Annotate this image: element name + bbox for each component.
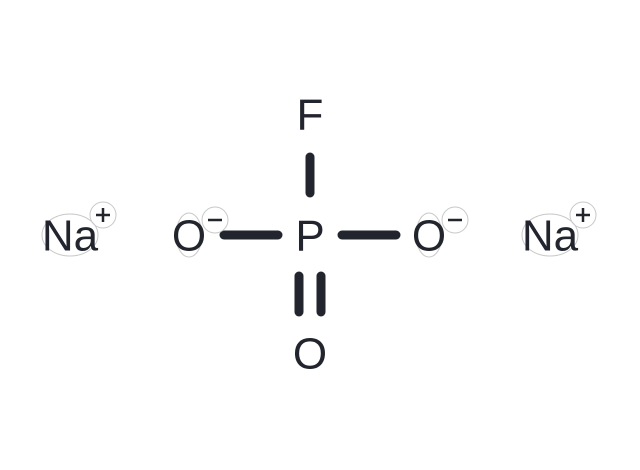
- atom-na-left: Na: [42, 212, 99, 261]
- atom-highlight-o-left: [175, 212, 203, 258]
- charge-ring-o-left: [201, 206, 229, 234]
- atom-p: P: [295, 212, 324, 261]
- charge-ring-na-left: [89, 201, 117, 229]
- charge-ring-o-right: [441, 206, 469, 234]
- atom-highlight-na-right: [521, 213, 579, 257]
- atom-o-right: O: [412, 212, 446, 261]
- atom-o-left: O: [172, 212, 206, 261]
- atom-highlight-na-left: [41, 213, 99, 257]
- atom-o-bottom: O: [293, 330, 327, 379]
- atom-na-right: Na: [522, 212, 579, 261]
- charge-ring-na-right: [569, 201, 597, 229]
- atom-f: F: [297, 91, 324, 140]
- atom-highlight-o-right: [415, 212, 443, 258]
